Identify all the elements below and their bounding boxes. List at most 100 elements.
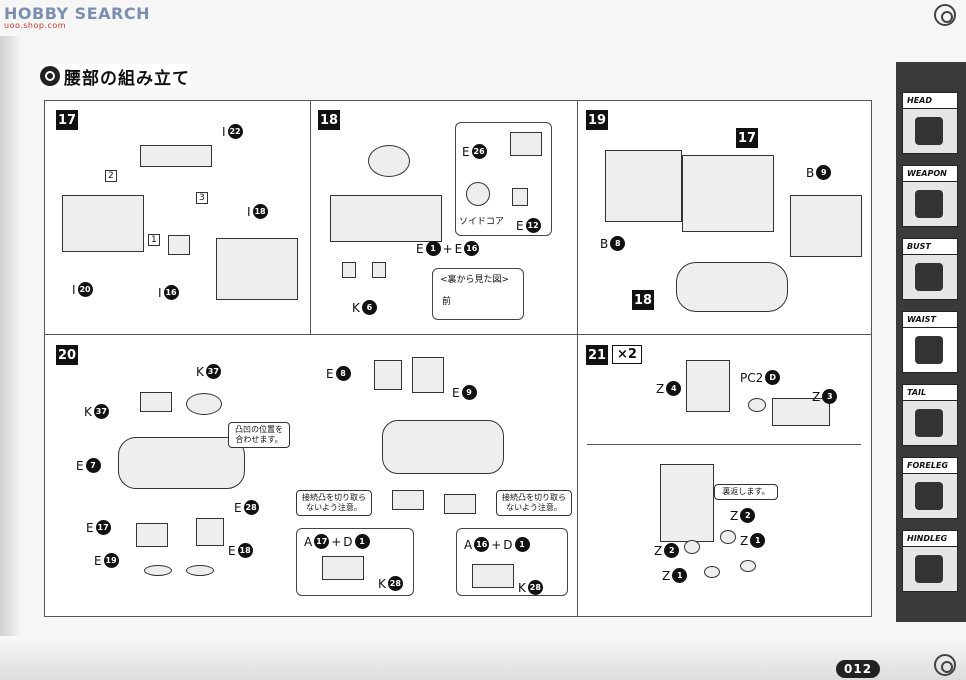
- watermark-site: uoo.shop.com: [4, 21, 67, 30]
- part-diagram: [330, 195, 442, 242]
- step-number: 17: [56, 110, 78, 130]
- step-number: 21: [586, 345, 608, 365]
- part-diagram: [682, 155, 774, 232]
- watermark-text: HOBBY SEARCH: [4, 4, 150, 23]
- part-diagram: [144, 565, 172, 576]
- part-diagram: [216, 238, 298, 300]
- step-reference: 18: [632, 290, 654, 310]
- part-diagram: [790, 195, 862, 257]
- part-diagram: [322, 556, 364, 580]
- step-number: 19: [586, 110, 608, 130]
- part-diagram: [392, 490, 424, 510]
- gear-icon: [934, 4, 956, 26]
- bust-thumbnail-icon: [902, 254, 958, 300]
- warning-note: 接続凸を切り取らないよう注意。: [496, 490, 572, 516]
- core-label: ソイドコア: [459, 217, 505, 227]
- part-diagram: [140, 145, 212, 167]
- part-diagram: [605, 150, 682, 222]
- part-diagram: [684, 540, 700, 554]
- part-diagram: [374, 360, 402, 390]
- header-bar: HOBBY SEARCH uoo.shop.com: [0, 0, 966, 36]
- part-diagram: [382, 420, 504, 474]
- tail-thumbnail-icon: [902, 400, 958, 446]
- part-diagram: [510, 132, 542, 156]
- hindleg-thumbnail-icon: [902, 546, 958, 592]
- waist-thumbnail-icon: [902, 327, 958, 373]
- part-diagram: [444, 494, 476, 514]
- order-marker: 2: [105, 170, 117, 182]
- front-label: 前: [442, 297, 452, 307]
- part-diagram: [686, 360, 730, 412]
- section-title-text: 腰部の組み立て: [64, 68, 190, 89]
- part-diagram: [466, 182, 490, 206]
- part-diagram: [412, 357, 444, 393]
- rear-view-label: <裏から見た図>: [440, 275, 510, 285]
- gear-icon: [934, 654, 956, 676]
- part-diagram: [186, 393, 222, 415]
- part-diagram: [368, 145, 410, 177]
- part-diagram: [342, 262, 356, 278]
- step-number: 18: [318, 110, 340, 130]
- flip-note: 裏返します。: [714, 484, 778, 500]
- part-diagram: [62, 195, 144, 252]
- tab-weapon[interactable]: WEAPON: [902, 165, 958, 229]
- tab-tail[interactable]: TAIL: [902, 384, 958, 448]
- part-diagram: [186, 565, 214, 576]
- part-diagram: [472, 564, 514, 588]
- rear-view-callout: [432, 268, 524, 320]
- tab-foreleg[interactable]: FORELEG: [902, 457, 958, 521]
- part-diagram: [704, 566, 720, 578]
- col-divider: [310, 100, 311, 334]
- row-divider: [44, 334, 872, 335]
- part-diagram: [136, 523, 168, 547]
- tab-waist[interactable]: WAIST: [902, 311, 958, 375]
- part-diagram: [676, 262, 788, 312]
- gear-bullet-icon: [40, 66, 60, 86]
- order-marker: 1: [148, 234, 160, 246]
- step-divider: [587, 444, 861, 445]
- align-note: 凸凹の位置を合わせます。: [228, 422, 290, 448]
- quantity-badge: ×2: [612, 345, 642, 364]
- part-diagram: [740, 560, 756, 572]
- section-title: 腰部の組み立て: [40, 64, 190, 89]
- foreleg-thumbnail-icon: [902, 473, 958, 519]
- tab-head[interactable]: HEAD: [902, 92, 958, 156]
- part-diagram: [118, 437, 245, 489]
- bottom-decorative-strip: [0, 640, 966, 680]
- part-diagram: [512, 188, 528, 206]
- head-thumbnail-icon: [902, 108, 958, 154]
- tab-bust[interactable]: BUST: [902, 238, 958, 302]
- tab-hindleg[interactable]: HINDLEG: [902, 530, 958, 594]
- watermark: HOBBY SEARCH uoo.shop.com: [4, 4, 150, 30]
- col-divider: [577, 100, 578, 616]
- part-diagram: [196, 518, 224, 546]
